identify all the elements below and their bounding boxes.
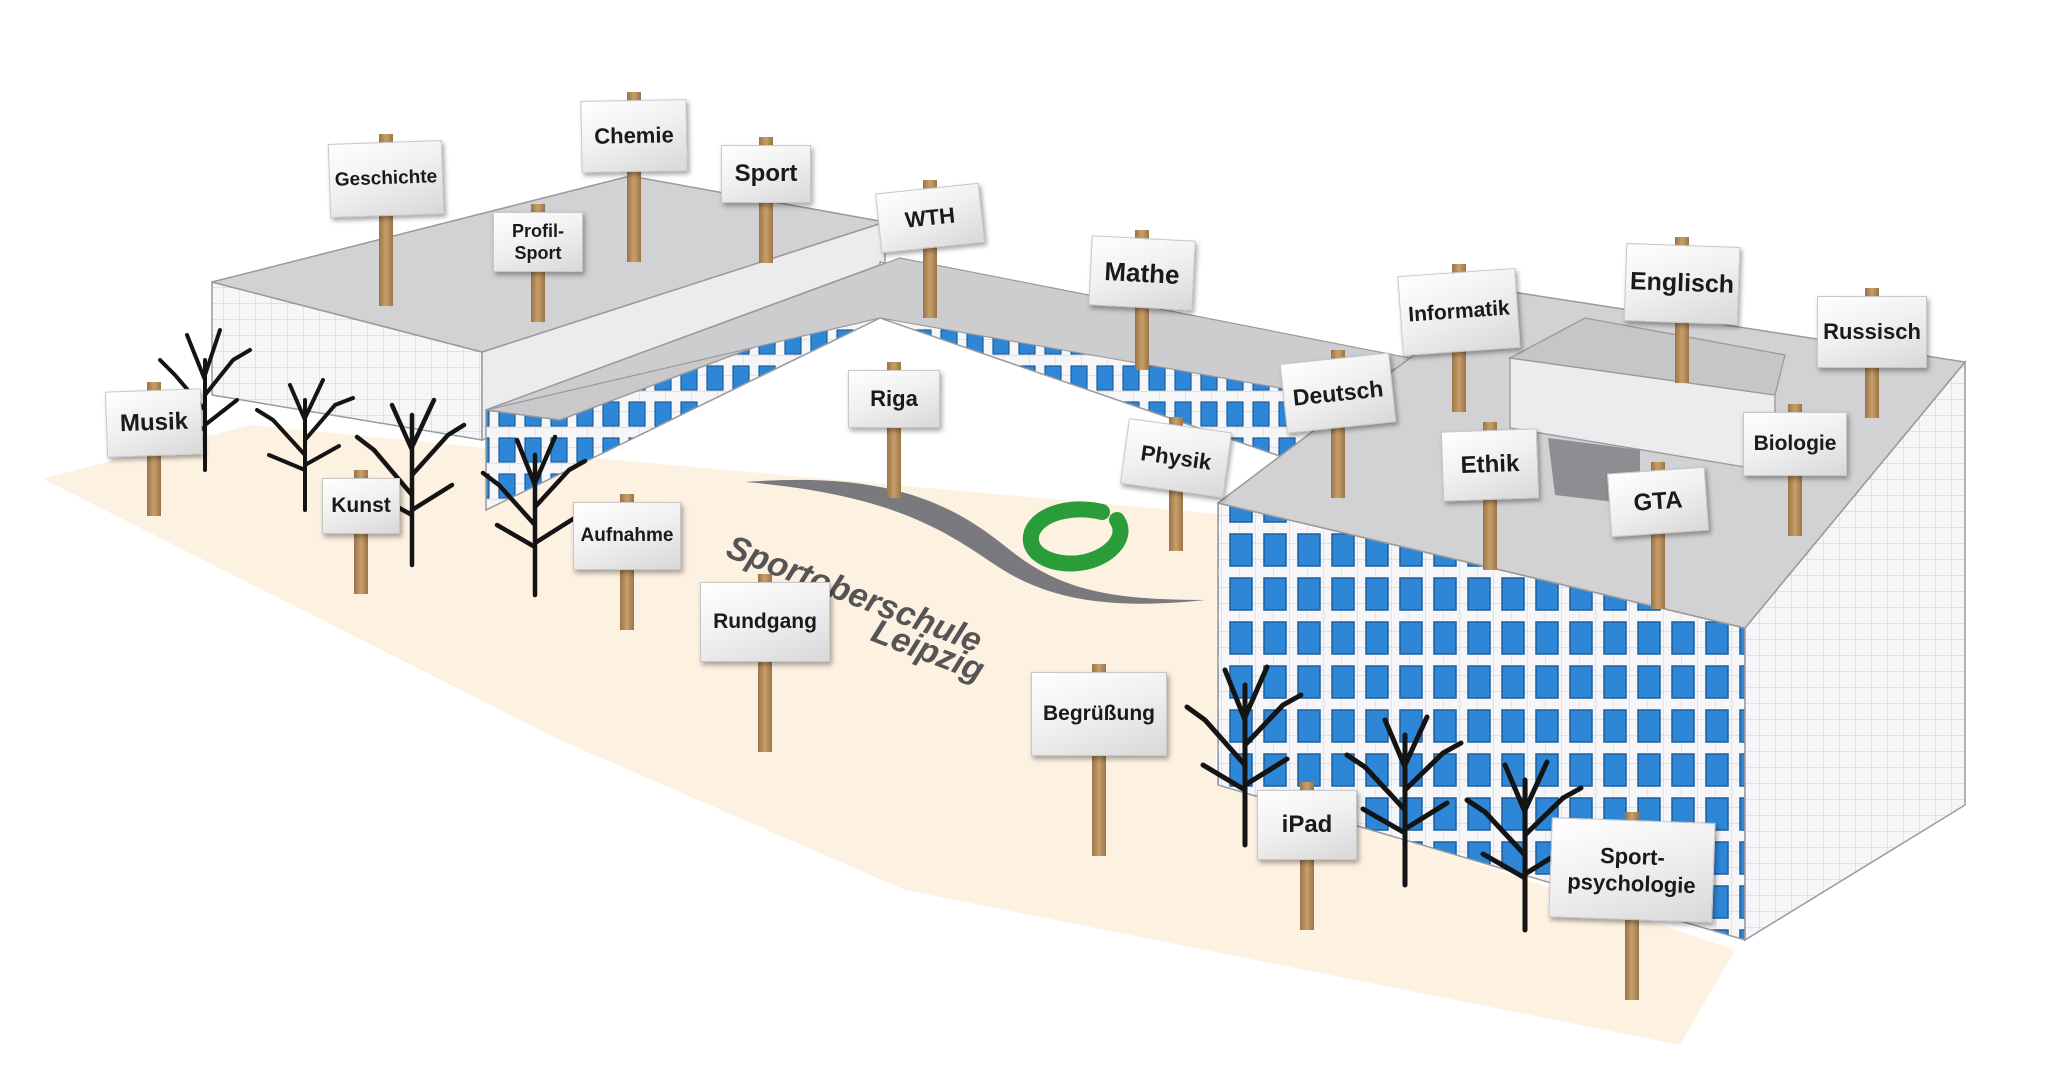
sign-board-label[interactable]: GTA bbox=[1606, 466, 1710, 538]
sign-board-label[interactable]: Rundgang bbox=[700, 582, 830, 662]
sign-board-label[interactable]: Ethik bbox=[1440, 428, 1540, 502]
logo-swoosh bbox=[745, 479, 1205, 604]
sign-ipad[interactable]: iPad bbox=[1257, 782, 1357, 930]
tree-2 bbox=[255, 378, 355, 512]
sign-informatik[interactable]: Informatik bbox=[1397, 264, 1521, 412]
sign-board-label[interactable]: Aufnahme bbox=[573, 502, 681, 570]
sign-board-label[interactable]: iPad bbox=[1257, 790, 1357, 860]
sign-wth[interactable]: WTH bbox=[875, 180, 985, 318]
sign-musik[interactable]: Musik bbox=[104, 382, 204, 516]
sign-gta[interactable]: GTA bbox=[1606, 462, 1710, 609]
tree-7 bbox=[1464, 759, 1584, 933]
sign-board-label[interactable]: Deutsch bbox=[1279, 352, 1397, 434]
sign-board-label[interactable]: Kunst bbox=[322, 478, 400, 534]
tree-5 bbox=[1184, 664, 1304, 848]
sign-board-label[interactable]: Mathe bbox=[1088, 235, 1196, 311]
sign-mathe[interactable]: Mathe bbox=[1088, 230, 1196, 370]
sign-profil-sport[interactable]: Profil- Sport bbox=[493, 204, 583, 322]
sign-physik[interactable]: Physik bbox=[1119, 417, 1233, 551]
sign-board-label[interactable]: Physik bbox=[1119, 418, 1233, 498]
sign-aufnahme[interactable]: Aufnahme bbox=[573, 494, 681, 630]
sign-begruessung[interactable]: Begrüßung bbox=[1031, 664, 1167, 856]
sign-board-label[interactable]: Sport- psychologie bbox=[1548, 817, 1716, 923]
sign-kunst[interactable]: Kunst bbox=[322, 470, 400, 594]
sign-board-label[interactable]: Musik bbox=[104, 388, 204, 458]
logo-ring-icon bbox=[1022, 501, 1129, 572]
sign-board-label[interactable]: Informatik bbox=[1397, 267, 1521, 357]
sign-sport[interactable]: Sport bbox=[721, 137, 811, 263]
sign-rundgang[interactable]: Rundgang bbox=[700, 574, 830, 752]
sign-board-label[interactable]: Begrüßung bbox=[1031, 672, 1167, 756]
sign-geschichte[interactable]: Geschichte bbox=[327, 134, 445, 306]
sign-riga[interactable]: Riga bbox=[848, 362, 940, 498]
sign-board-label[interactable]: Geschichte bbox=[327, 140, 445, 218]
sign-board-label[interactable]: Sport bbox=[721, 145, 811, 203]
sign-board-label[interactable]: Chemie bbox=[580, 99, 688, 173]
sign-board-label[interactable]: Riga bbox=[848, 370, 940, 428]
sign-deutsch[interactable]: Deutsch bbox=[1279, 350, 1397, 498]
sign-board-label[interactable]: Profil- Sport bbox=[493, 212, 583, 272]
tree-4 bbox=[480, 434, 588, 598]
sign-biologie[interactable]: Biologie bbox=[1743, 404, 1847, 536]
sign-russisch[interactable]: Russisch bbox=[1817, 288, 1927, 418]
sign-board-label[interactable]: Englisch bbox=[1623, 243, 1741, 325]
sign-board-label[interactable]: Russisch bbox=[1817, 296, 1927, 368]
sign-chemie[interactable]: Chemie bbox=[580, 92, 688, 262]
tree-6 bbox=[1344, 714, 1464, 888]
sign-board-label[interactable]: WTH bbox=[875, 182, 985, 254]
sign-ethik[interactable]: Ethik bbox=[1440, 422, 1540, 570]
sign-englisch[interactable]: Englisch bbox=[1623, 237, 1741, 383]
sign-sportpsychologie[interactable]: Sport- psychologie bbox=[1548, 812, 1716, 1000]
sign-board-label[interactable]: Biologie bbox=[1743, 412, 1847, 476]
